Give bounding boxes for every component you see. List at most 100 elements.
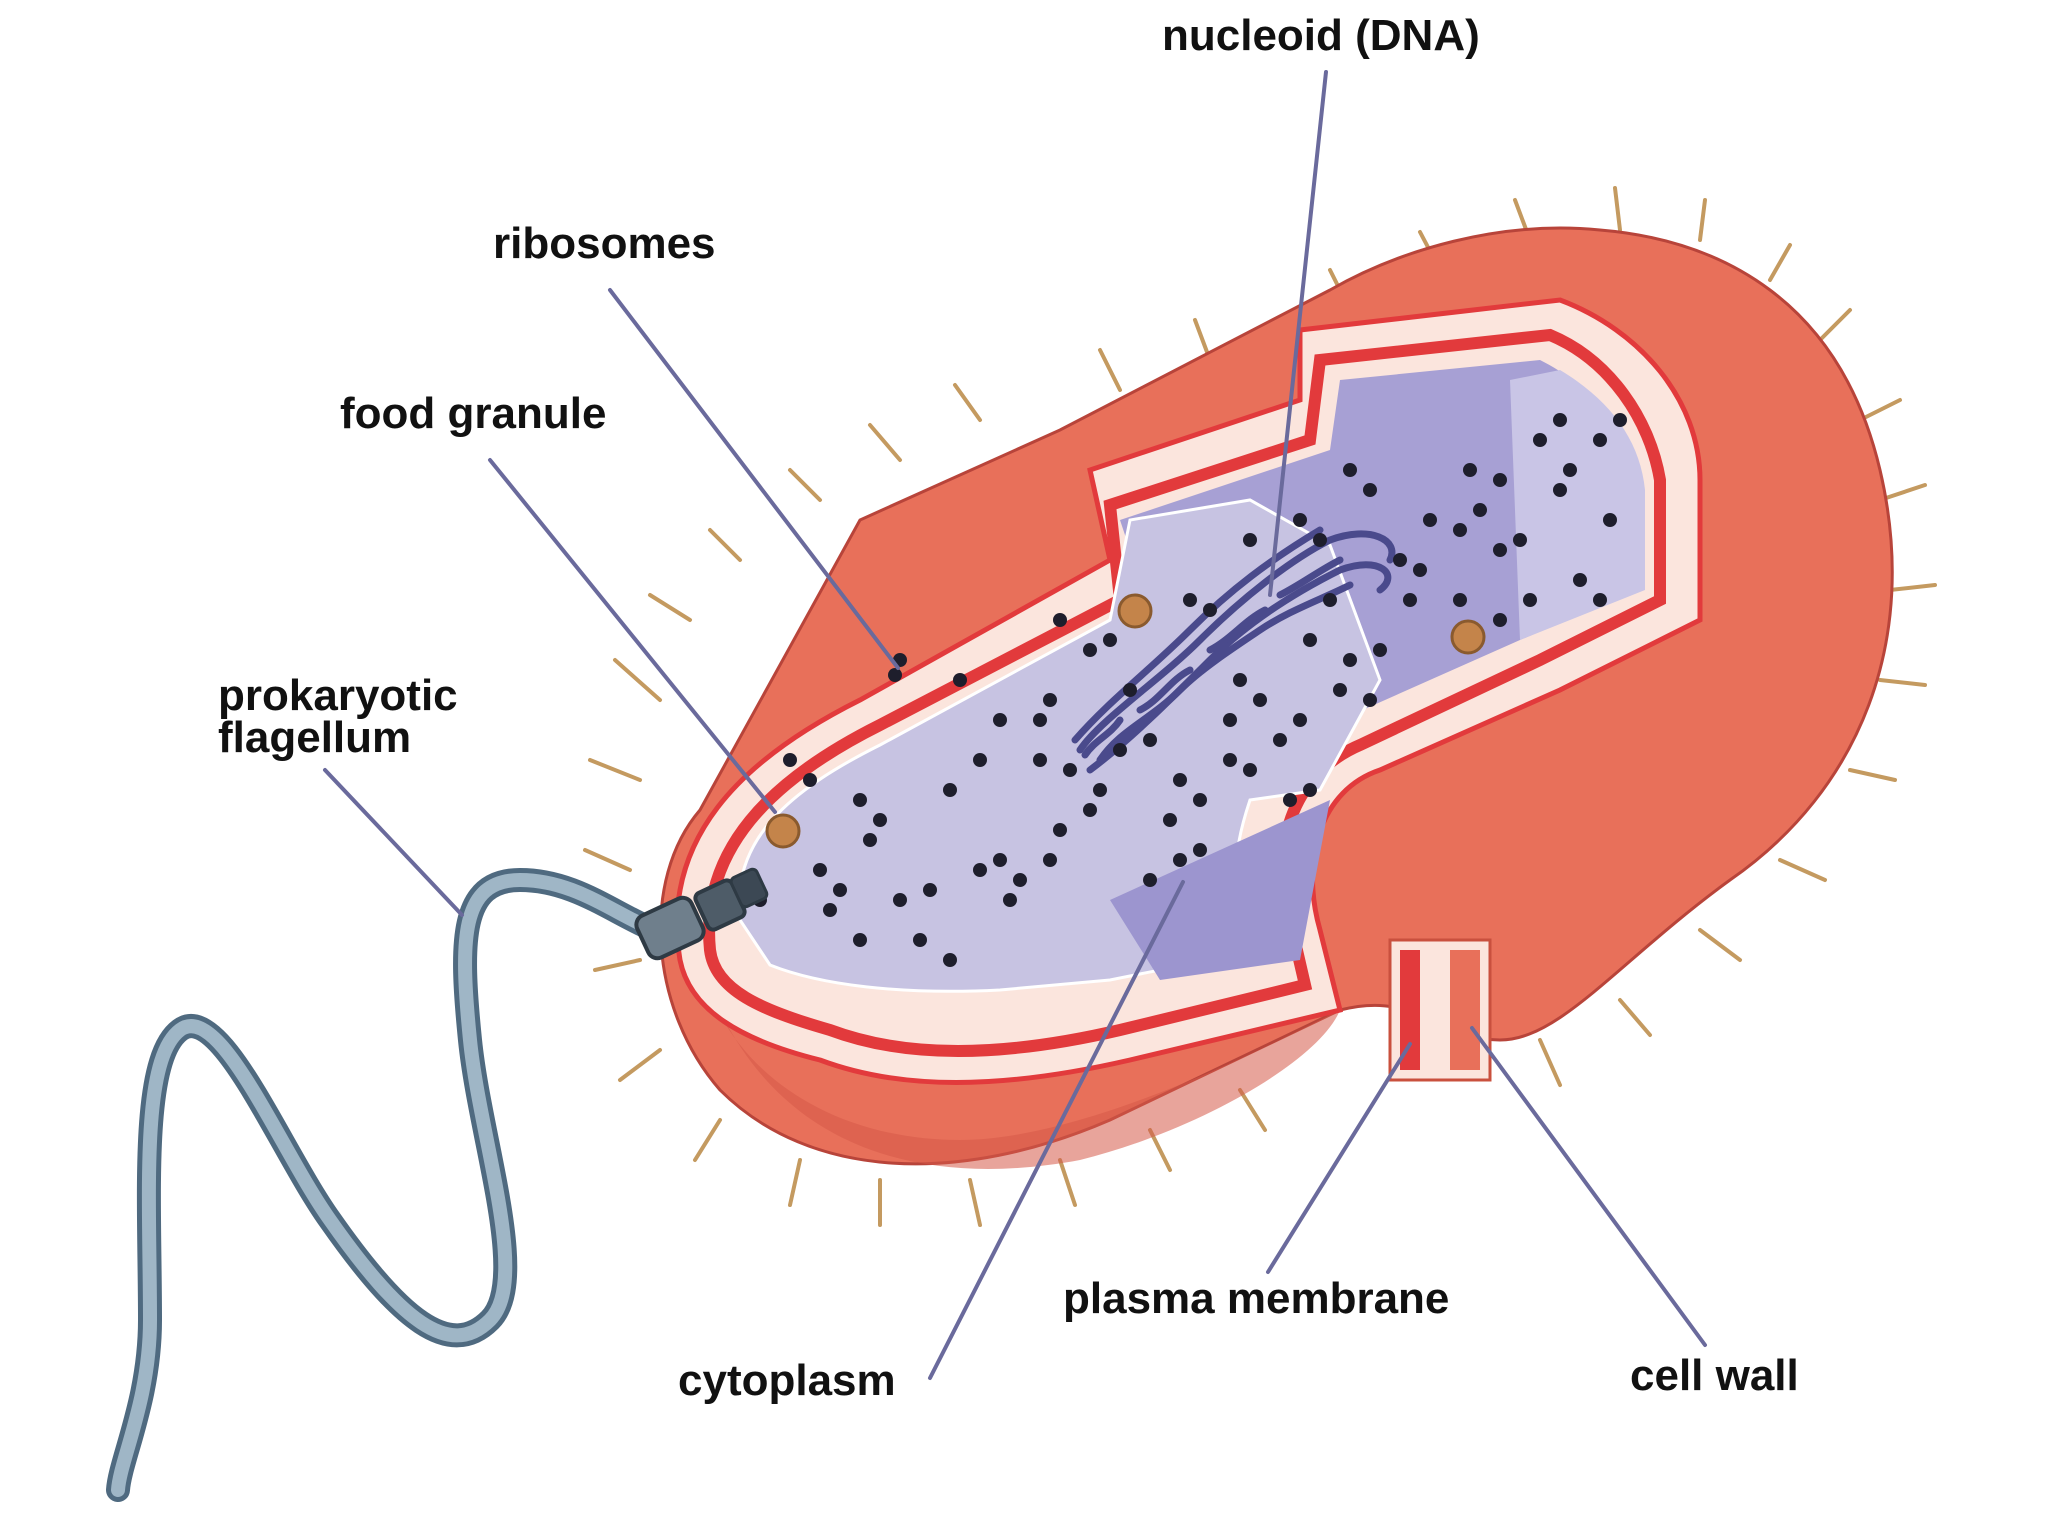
pili bbox=[583, 186, 1937, 1227]
pilus bbox=[1888, 583, 1937, 592]
ribosome bbox=[783, 753, 797, 767]
ribosome bbox=[1573, 573, 1587, 587]
ribosome bbox=[1253, 693, 1267, 707]
ribosome bbox=[1343, 653, 1357, 667]
ribosome bbox=[1193, 793, 1207, 807]
ribosome bbox=[1323, 593, 1337, 607]
ribosome bbox=[1293, 513, 1307, 527]
label-cell-wall: cell wall bbox=[1630, 1351, 1799, 1400]
pilus bbox=[1698, 198, 1707, 242]
ribosome bbox=[833, 883, 847, 897]
leader-cell-wall bbox=[1470, 1026, 1707, 1347]
ribosome bbox=[1333, 683, 1347, 697]
ribosome bbox=[1033, 713, 1047, 727]
pilus bbox=[1768, 243, 1792, 282]
pilus bbox=[1058, 1158, 1077, 1207]
ribosome bbox=[1493, 613, 1507, 627]
leader-plasma-membrane bbox=[1266, 1042, 1412, 1274]
ribosome bbox=[1193, 843, 1207, 857]
leader-lines bbox=[323, 70, 1707, 1380]
label-plasma-membrane: plasma membrane bbox=[1063, 1274, 1449, 1323]
label-cytoplasm: cytoplasm bbox=[678, 1356, 896, 1405]
nucleoid-dna bbox=[1071, 526, 1396, 774]
food-granules bbox=[765, 593, 1486, 849]
ribosome bbox=[1273, 733, 1287, 747]
membrane-cross-section bbox=[1400, 950, 1420, 1070]
ribosome bbox=[1373, 643, 1387, 657]
ribosome bbox=[803, 773, 817, 787]
ribosome bbox=[1243, 763, 1257, 777]
ribosome bbox=[1463, 463, 1477, 477]
pilus bbox=[1238, 1088, 1267, 1132]
ribosome bbox=[1343, 463, 1357, 477]
pilus bbox=[583, 848, 632, 872]
ribosome bbox=[1453, 593, 1467, 607]
pilus bbox=[588, 758, 642, 782]
ribosome bbox=[1493, 473, 1507, 487]
pilus bbox=[1878, 678, 1927, 687]
pilus bbox=[1778, 858, 1827, 882]
ribosome bbox=[1293, 713, 1307, 727]
pilus bbox=[1878, 483, 1927, 502]
ribosome bbox=[853, 933, 867, 947]
pilus bbox=[1818, 308, 1852, 342]
ribosome bbox=[993, 713, 1007, 727]
ribosome bbox=[1013, 873, 1027, 887]
ribosome bbox=[1553, 483, 1567, 497]
ribosome bbox=[943, 953, 957, 967]
ribosome bbox=[1043, 853, 1057, 867]
flagellum-hook bbox=[634, 867, 769, 961]
ribosome-dots bbox=[753, 413, 1627, 967]
ribosome bbox=[1063, 763, 1077, 777]
flagellum-highlight bbox=[111, 872, 675, 1497]
ribosome bbox=[823, 903, 837, 917]
ribosome bbox=[1313, 533, 1327, 547]
ribosome bbox=[853, 793, 867, 807]
pilus bbox=[1858, 398, 1902, 422]
ribosome bbox=[1593, 593, 1607, 607]
ribosome bbox=[1143, 873, 1157, 887]
ribosome bbox=[1363, 483, 1377, 497]
ribosome bbox=[973, 863, 987, 877]
ribosome bbox=[873, 813, 887, 827]
food-granule-2 bbox=[1117, 593, 1153, 629]
pilus bbox=[1098, 348, 1122, 392]
ribosome bbox=[1143, 733, 1157, 747]
cytoplasm-under-shadow bbox=[1110, 800, 1330, 980]
ribosome bbox=[1053, 823, 1067, 837]
ribosome bbox=[1003, 893, 1017, 907]
wall-cross-section bbox=[1388, 938, 1492, 1082]
pilus bbox=[788, 468, 822, 502]
label-ribosomes: ribosomes bbox=[493, 219, 716, 268]
ribosome bbox=[953, 673, 967, 687]
ribosome bbox=[1563, 463, 1577, 477]
ribosome bbox=[943, 783, 957, 797]
leader-cytoplasm bbox=[928, 880, 1185, 1380]
labels: nucleoid (DNA) ribosomes food granule pr… bbox=[218, 11, 1799, 1405]
leader-food-granule bbox=[488, 458, 777, 814]
ribosome bbox=[893, 893, 907, 907]
ribosome bbox=[1223, 713, 1237, 727]
ribosome bbox=[1033, 753, 1047, 767]
pilus bbox=[1618, 998, 1652, 1037]
ribosome bbox=[1303, 783, 1317, 797]
ribosome bbox=[1403, 593, 1417, 607]
label-food-granule: food granule bbox=[340, 389, 606, 438]
ribosome bbox=[863, 833, 877, 847]
food-granule-3 bbox=[1450, 619, 1486, 655]
ribosome bbox=[813, 863, 827, 877]
ribosome bbox=[1613, 413, 1627, 427]
pilus bbox=[1538, 1038, 1562, 1087]
ribosome bbox=[1203, 603, 1217, 617]
ribosome bbox=[1283, 793, 1297, 807]
leader-ribosomes bbox=[608, 288, 900, 670]
ribosome bbox=[1513, 533, 1527, 547]
label-nucleoid: nucleoid (DNA) bbox=[1162, 11, 1480, 60]
cell-wall-shade bbox=[700, 960, 1340, 1169]
food-granule-1 bbox=[765, 813, 801, 849]
ribosome bbox=[1173, 773, 1187, 787]
ribosome bbox=[1553, 413, 1567, 427]
ribosome bbox=[1233, 673, 1247, 687]
label-flagellum-line2: flagellum bbox=[218, 713, 411, 762]
